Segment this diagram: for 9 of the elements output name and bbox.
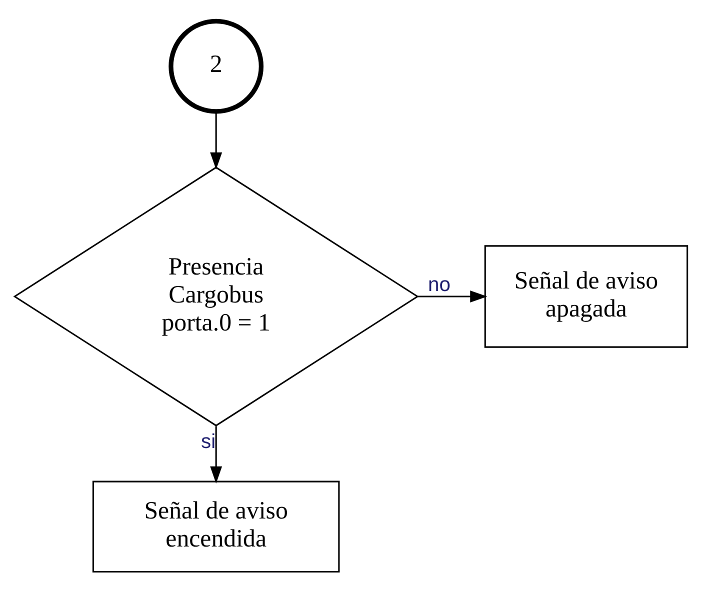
- edge-label: no: [428, 273, 451, 296]
- node-box: Señal de aviso encendida: [92, 480, 340, 572]
- node-diamond: Presencia Cargobus porta.0 = 1: [13, 166, 419, 426]
- arrow: [210, 426, 222, 483]
- arrow: [210, 111, 222, 170]
- arrow: [418, 290, 488, 302]
- edge-label: si: [201, 430, 216, 452]
- node-box: Señal de aviso apagada: [484, 244, 688, 348]
- node-circle: 2: [168, 18, 264, 114]
